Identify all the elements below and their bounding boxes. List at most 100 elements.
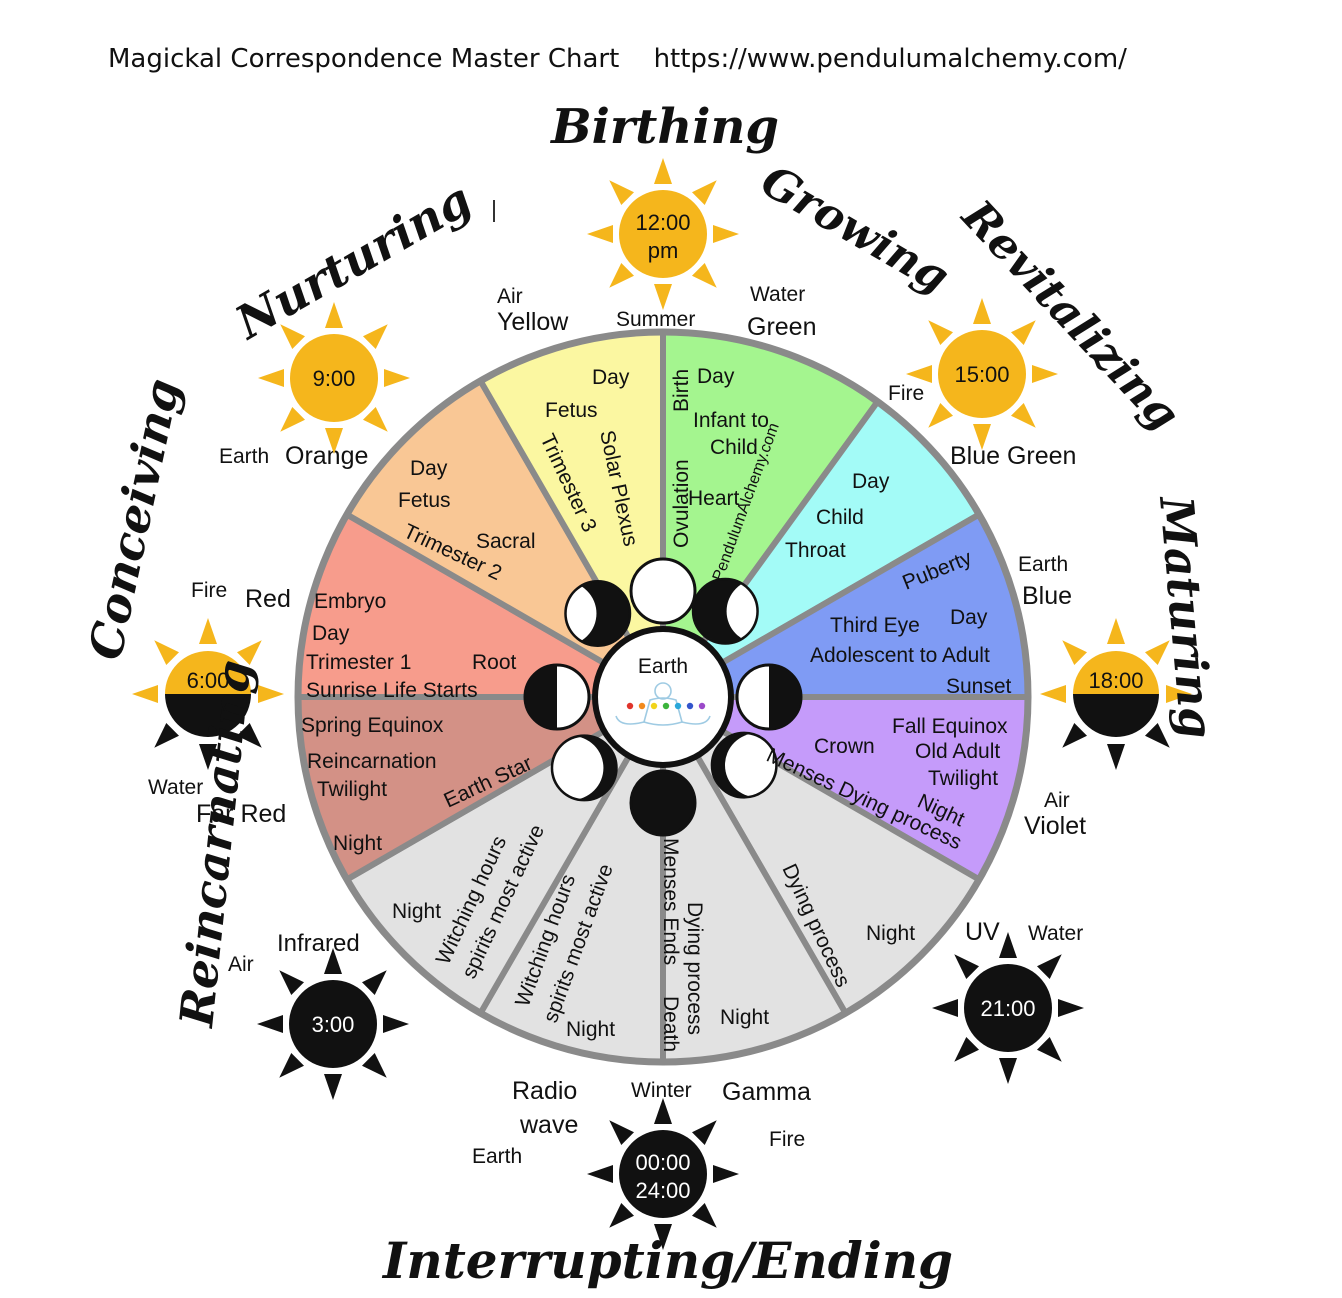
header: Magickal Correspondence Master Chart htt… <box>108 44 1153 74</box>
earth-label: Earth <box>1018 553 1068 576</box>
air-label: Air <box>228 953 254 976</box>
sun-time-label: 3:00 <box>312 1012 355 1037</box>
segment-gray3-text: Menses Ends Death Dying process Night <box>659 838 769 1052</box>
root-label: Root <box>472 651 517 674</box>
fetus-label: Fetus <box>545 399 598 422</box>
radio-label: Radio <box>512 1077 577 1105</box>
sun-1500-icon: 15:00 <box>906 298 1058 450</box>
blue-green-label: Blue Green <box>950 442 1076 470</box>
sun-900-icon: 9:00 <box>258 302 410 454</box>
blue-label: Blue <box>1022 582 1072 610</box>
moon-full-icon <box>629 557 697 625</box>
phase-growing: Growing <box>753 155 958 303</box>
sun-time-label: 9:00 <box>313 366 356 391</box>
twilight-label: Twilight <box>317 778 387 801</box>
moon-new-icon <box>629 769 697 837</box>
sun-time-label: 00:00 <box>635 1150 690 1175</box>
segment-bluegreen-text: Day Child Throat <box>785 470 890 562</box>
chart-title: Magickal Correspondence Master Chart <box>108 44 620 74</box>
moon-cres-r-icon <box>710 731 778 799</box>
sun-time-label: 21:00 <box>980 996 1035 1021</box>
night-label: Night <box>720 1006 769 1029</box>
moon-half-l-icon <box>523 663 591 731</box>
child-label: Child <box>710 436 758 459</box>
violet-label: Violet <box>1024 812 1086 840</box>
night-label: Night <box>566 1018 615 1041</box>
ovulation-label: Ovulation <box>670 459 693 548</box>
center-label: Earth <box>638 655 688 678</box>
green-label: Green <box>747 313 816 341</box>
sacral-label: Sacral <box>476 530 536 553</box>
twilight-label: Twilight <box>928 767 998 790</box>
sun-2100-icon: 21:00 <box>932 932 1084 1084</box>
sun-time-label: 15:00 <box>954 362 1009 387</box>
day-label: Day <box>852 470 890 493</box>
phase-interrupting-ending: Interrupting/Ending <box>381 1231 953 1290</box>
phase-nurturing: Nurturing <box>225 172 480 351</box>
moon-phases <box>523 557 803 837</box>
fire-label: Fire <box>191 579 227 602</box>
old-adult-label: Old Adult <box>915 740 1000 763</box>
night-label: Night <box>333 832 382 855</box>
sun-1200-icon: 12:00 pm <box>587 158 739 310</box>
wave-label: wave <box>519 1111 578 1139</box>
sun-time-label: 6:00 <box>187 668 230 693</box>
orange-label: Orange <box>285 442 368 470</box>
day-label: Day <box>410 457 448 480</box>
gamma-label: Gamma <box>722 1078 811 1106</box>
sun-time-label: 12:00 <box>635 210 690 235</box>
winter-label: Winter <box>631 1079 692 1102</box>
day-label: Day <box>592 366 630 389</box>
reincarnation-label: Reincarnation <box>307 750 437 773</box>
outer-labels: Air Yellow Summer Water Green Fire Blue … <box>148 283 1086 1168</box>
phase-birthing: Birthing <box>549 99 779 155</box>
chakra-dots <box>626 702 706 710</box>
menses-ends-label: Menses Ends <box>659 838 682 965</box>
phase-maturing: Maturing <box>1149 492 1224 741</box>
wheel-rim <box>294 328 1032 1066</box>
infant-label: Infant to <box>693 409 769 432</box>
infrared-label: Infrared <box>277 930 360 957</box>
crown-label: Crown <box>814 735 875 758</box>
earth-label: Earth <box>219 445 269 468</box>
sunrise-label: Sunrise Life Starts <box>306 679 478 702</box>
uv-label: UV <box>965 918 1000 946</box>
day-label: Day <box>697 365 735 388</box>
fetus-label: Fetus <box>398 489 451 512</box>
air-label: Air <box>1044 789 1070 812</box>
yellow-label: Yellow <box>497 308 569 336</box>
throat-label: Throat <box>785 539 846 562</box>
water-label: Water <box>1028 922 1083 945</box>
moon-half-r-icon <box>735 663 803 731</box>
day-label: Day <box>950 606 988 629</box>
sunset-label: Sunset <box>946 675 1012 698</box>
moon-gib-l-icon <box>564 579 632 647</box>
air-label: Air <box>497 285 523 308</box>
third-eye-label: Third Eye <box>830 614 920 637</box>
summer-label: Summer <box>616 308 695 331</box>
birth-label: Birth <box>670 369 693 412</box>
embryo-label: Embryo <box>314 590 386 613</box>
water-label: Water <box>148 776 203 799</box>
heart-label: Heart <box>688 487 740 510</box>
red-label: Red <box>245 585 291 613</box>
spring-equinox-label: Spring Equinox <box>301 714 444 737</box>
sun-time-label-2: 24:00 <box>635 1178 690 1203</box>
moon-gib-r-icon <box>691 577 759 645</box>
sun-600-icon: 6:00 <box>132 618 284 770</box>
sun-time-label-2: pm <box>648 238 679 263</box>
trimester1-label: Trimester 1 <box>306 651 411 674</box>
sun-300-icon: 3:00 <box>257 948 409 1100</box>
night-label: Night <box>866 922 915 945</box>
sun-0000-icon: 00:00 24:00 <box>587 1098 739 1250</box>
fire-label: Fire <box>888 382 924 405</box>
earth-label: Earth <box>472 1145 522 1168</box>
source-url[interactable]: https://www.pendulumalchemy.com/ <box>653 44 1127 74</box>
phase-conceiving: Conceiving <box>78 374 190 664</box>
meditating-figure-icon <box>615 682 711 726</box>
day-label: Day <box>312 622 350 645</box>
death-label: Death <box>659 996 682 1052</box>
moon-cres-l-icon <box>550 734 618 802</box>
night-label: Night <box>392 900 441 923</box>
